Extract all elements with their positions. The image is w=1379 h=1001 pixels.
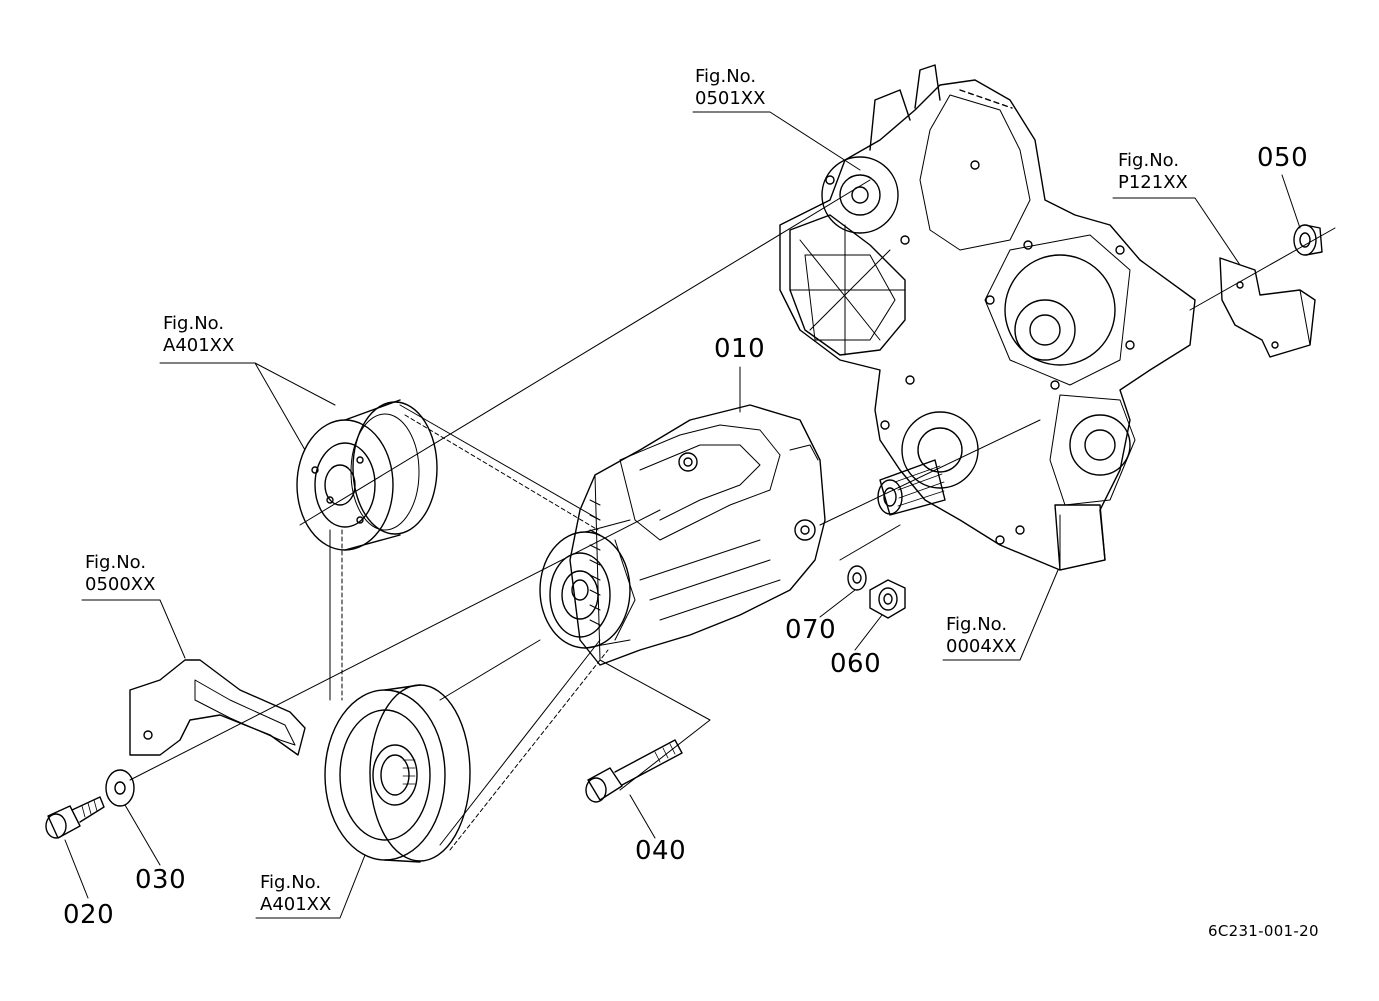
crank-pulley-a401-bottom (324, 684, 471, 863)
part-number-050: 050 (1257, 143, 1309, 173)
fig-ref-0500xx-line1: Fig.No. (85, 552, 147, 573)
fig-ref-0004xx-line1: Fig.No. (946, 614, 1008, 635)
leader-lines (64, 111, 1301, 919)
fig-ref-0501xx-line2: 0501XX (695, 88, 766, 109)
fig-ref-0500xx: Fig.No. 0500XX (85, 552, 155, 596)
part-number-030: 030 (135, 865, 187, 895)
fig-ref-0501xx-line1: Fig.No. (695, 66, 757, 87)
bracket-0500 (129, 659, 306, 756)
part-number-040: 040 (635, 836, 687, 866)
fan-pulley-a401-top (296, 399, 438, 551)
fig-ref-p121xx-line2: P121XX (1118, 172, 1188, 193)
part-020-bolt (45, 796, 105, 839)
part-number-070: 070 (785, 615, 837, 645)
fig-ref-a401xx-top-line1: Fig.No. (163, 313, 225, 334)
part-070-washer (847, 565, 867, 591)
part-030-washer (105, 769, 135, 807)
fig-ref-a401xx-bottom-line2: A401XX (260, 894, 332, 915)
fig-ref-0004xx: Fig.No. 0004XX (946, 614, 1016, 658)
fig-ref-p121xx: Fig.No. P121XX (1118, 150, 1188, 194)
part-number-010: 010 (714, 334, 766, 364)
part-number-020: 020 (63, 900, 115, 930)
part-060-nut (869, 579, 906, 619)
assembly-lines (129, 179, 1336, 791)
fig-ref-a401xx-top: Fig.No. A401XX (163, 313, 234, 357)
bracket-p121 (1219, 257, 1316, 358)
drawing-code: 6C231-001-20 (1208, 922, 1319, 940)
fig-ref-a401xx-top-line2: A401XX (163, 335, 235, 356)
fig-ref-a401xx-bottom-line1: Fig.No. (260, 872, 322, 893)
fig-ref-a401xx-bottom: Fig.No. A401XX (260, 872, 331, 916)
alternator-010 (539, 404, 826, 666)
part-number-060: 060 (830, 649, 882, 679)
fig-ref-0501xx: Fig.No. 0501XX (695, 66, 765, 110)
part-050-nut (1293, 224, 1323, 256)
fig-ref-0004xx-line2: 0004XX (946, 636, 1017, 657)
part-040-bolt (585, 739, 683, 803)
fig-ref-p121xx-line1: Fig.No. (1118, 150, 1180, 171)
fig-ref-0500xx-line2: 0500XX (85, 574, 156, 595)
gear-case-housing (779, 64, 1196, 571)
